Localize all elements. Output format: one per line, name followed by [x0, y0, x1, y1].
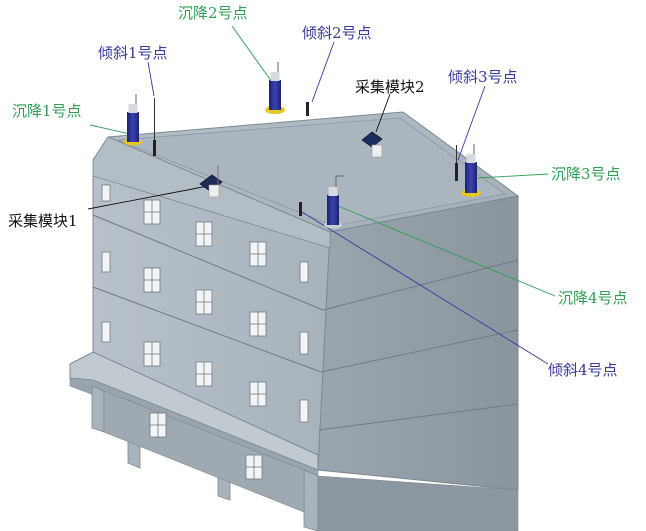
- settlement-sensor-2: [265, 62, 285, 114]
- leader-settlement-2: [231, 25, 273, 83]
- label-tilt-3: 倾斜3号点: [448, 68, 518, 86]
- window: [143, 267, 161, 293]
- leader-tilt-2: [311, 41, 335, 103]
- window: [101, 251, 111, 273]
- tilt-sensor-4: [299, 202, 302, 216]
- leader-settlement-4: [337, 205, 556, 297]
- label-collector-1: 采集模块1: [8, 212, 78, 230]
- window: [143, 341, 161, 367]
- label-settlement-2: 沉降2号点: [178, 4, 248, 22]
- label-tilt-4: 倾斜4号点: [548, 361, 618, 379]
- leader-tilt-3: [457, 85, 486, 161]
- window: [195, 221, 213, 247]
- collector-module-1: [199, 165, 223, 198]
- leader-collector-2: [375, 93, 391, 133]
- label-settlement-3: 沉降3号点: [551, 165, 621, 183]
- leader-settlement-1: [89, 124, 131, 135]
- settlement-sensor-1: [124, 94, 142, 146]
- settlement-sensor-4: [324, 175, 344, 229]
- window: [149, 412, 167, 438]
- tilt-sensor-1: [153, 98, 156, 156]
- window: [245, 454, 263, 480]
- window: [195, 289, 213, 315]
- leader-tilt-4: [301, 211, 549, 365]
- leader-settlement-3: [477, 173, 549, 179]
- leader-tilt-1: [147, 61, 155, 97]
- sensors: [124, 62, 481, 229]
- window: [249, 311, 267, 337]
- leader-collector-1: [87, 185, 209, 210]
- window: [249, 381, 267, 407]
- label-settlement-4: 沉降4号点: [558, 289, 628, 307]
- windows: [101, 184, 309, 480]
- window: [299, 399, 309, 423]
- building: [69, 111, 520, 531]
- window: [299, 261, 309, 283]
- window: [101, 321, 111, 343]
- label-tilt-2: 倾斜2号点: [302, 24, 372, 42]
- tilt-sensor-3: [455, 145, 458, 181]
- label-tilt-1: 倾斜1号点: [98, 44, 168, 62]
- window: [101, 184, 111, 202]
- window: [195, 361, 213, 387]
- window: [299, 331, 309, 355]
- leader-lines: [87, 25, 556, 365]
- label-settlement-1: 沉降1号点: [12, 102, 82, 120]
- label-collector-2: 采集模块2: [355, 78, 425, 96]
- tilt-sensor-2: [306, 102, 309, 116]
- window: [143, 199, 161, 225]
- collector-module-2: [361, 131, 383, 158]
- settlement-sensor-3: [461, 144, 481, 197]
- window: [249, 241, 267, 267]
